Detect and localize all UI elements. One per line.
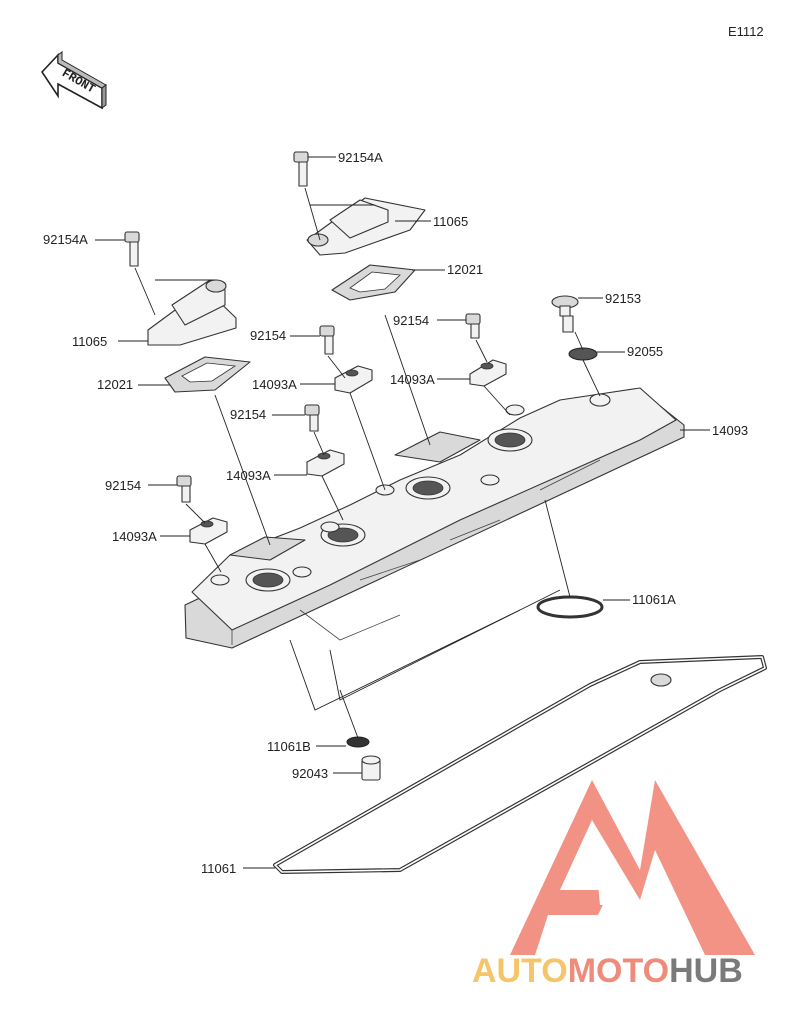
label-12021-left: 12021 xyxy=(97,377,170,392)
label-11065-top: 11065 xyxy=(395,214,468,229)
svg-text:92154A: 92154A xyxy=(338,150,383,165)
spacer-14093a-3 xyxy=(306,449,345,477)
bolt-92154-1 xyxy=(319,325,335,355)
svg-text:14093: 14093 xyxy=(712,423,748,438)
guide-lines xyxy=(134,187,601,739)
label-14093a-2: 14093A xyxy=(390,372,470,387)
reed-gasket-left xyxy=(164,356,251,393)
label-92154-2: 92154 xyxy=(393,313,466,328)
svg-text:92154: 92154 xyxy=(250,328,286,343)
svg-text:92154A: 92154A xyxy=(43,232,88,247)
label-92154-3: 92154 xyxy=(230,407,305,422)
spacer-14093a-1 xyxy=(334,365,373,394)
label-92154a-top: 92154A xyxy=(308,150,383,165)
svg-text:92154: 92154 xyxy=(393,313,429,328)
bolt-92154a-left xyxy=(124,231,140,267)
svg-text:14093A: 14093A xyxy=(226,468,271,483)
bolt-92154-2 xyxy=(465,313,481,339)
svg-text:14093A: 14093A xyxy=(252,377,297,392)
dowel-92043 xyxy=(361,755,381,781)
label-92043: 92043 xyxy=(292,766,362,781)
svg-text:14093A: 14093A xyxy=(390,372,435,387)
label-92154-1: 92154 xyxy=(250,328,320,343)
label-92154a-left: 92154A xyxy=(43,232,125,247)
label-11061a: 11061A xyxy=(603,592,676,607)
svg-text:12021: 12021 xyxy=(447,262,483,277)
svg-text:92055: 92055 xyxy=(627,344,663,359)
svg-text:11061A: 11061A xyxy=(632,592,676,607)
label-11061: 11061 xyxy=(201,861,275,876)
bolt-92154-4 xyxy=(176,475,192,503)
diagram-code: E1112 xyxy=(728,24,764,39)
spacer-14093a-2 xyxy=(469,359,507,387)
label-14093a-1: 14093A xyxy=(252,377,335,392)
svg-text:92043: 92043 xyxy=(292,766,328,781)
label-12021-top: 12021 xyxy=(412,262,483,277)
svg-text:14093A: 14093A xyxy=(112,529,157,544)
bolt-92154a-top xyxy=(293,151,309,187)
bolt-92153 xyxy=(551,295,579,333)
svg-text:11065: 11065 xyxy=(433,214,468,229)
valve-cover xyxy=(184,387,685,649)
spacer-14093a-4 xyxy=(189,517,228,545)
bolt-92154-3 xyxy=(304,404,320,432)
watermark-moto: MOTO xyxy=(568,952,669,990)
label-11061b: 11061B xyxy=(267,739,346,754)
label-14093a-3: 14093A xyxy=(226,468,307,483)
label-92153: 92153 xyxy=(578,291,641,306)
cover-gasket xyxy=(273,655,767,874)
svg-text:11061B: 11061B xyxy=(267,739,311,754)
reed-cover-top xyxy=(306,197,426,256)
svg-text:11065: 11065 xyxy=(72,334,107,349)
gasket-11061b xyxy=(346,736,370,748)
label-92055: 92055 xyxy=(597,344,663,359)
watermark-hub: HUB xyxy=(669,952,743,990)
svg-text:12021: 12021 xyxy=(97,377,133,392)
label-92154-4: 92154 xyxy=(105,478,177,493)
watermark-auto: AUTO xyxy=(472,952,568,990)
svg-text:11061: 11061 xyxy=(201,861,236,876)
gasket-11061a xyxy=(536,595,604,619)
svg-text:92154: 92154 xyxy=(105,478,141,493)
svg-text:92154: 92154 xyxy=(230,407,266,422)
watermark-logo-icon xyxy=(510,780,755,955)
label-11065-left: 11065 xyxy=(72,334,148,349)
label-14093: 14093 xyxy=(680,423,748,438)
svg-text:92153: 92153 xyxy=(605,291,641,306)
label-14093a-4: 14093A xyxy=(112,529,190,544)
reed-gasket-top xyxy=(331,264,416,301)
watermark-wordmark: AUTOMOTOHUB xyxy=(472,952,743,990)
reed-cover-left xyxy=(147,279,237,346)
front-arrow-icon: FRONT xyxy=(40,51,107,110)
svg-text:AUTOMOTOHUB: AUTOMOTOHUB xyxy=(472,952,743,990)
